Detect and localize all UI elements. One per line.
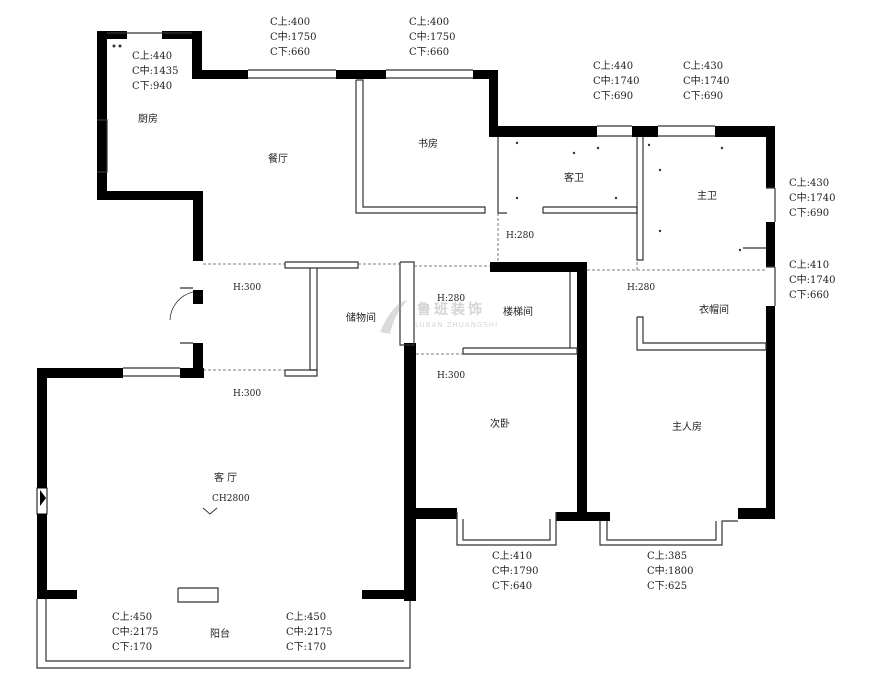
- ceiling-height-closet: H:280: [627, 283, 656, 293]
- room-study: 书房: [418, 139, 438, 150]
- window-spec-kitchen: C上:440 C中:1435 C下:940: [132, 51, 179, 92]
- ceiling-marker: [202, 507, 218, 515]
- window-spec-closet: C上:410 C中:1740 C下:660: [789, 260, 836, 301]
- watermark-sub: LUBAN ZHUANGSHI: [415, 321, 499, 329]
- ceiling-height-stair: H:300: [437, 371, 466, 381]
- window-spec-master-bedroom: C上:385 C中:1800 C下:625: [647, 551, 694, 592]
- window-spec-dining: C上:400 C中:1750 C下:660: [270, 17, 317, 58]
- window-spec-second-bedroom: C上:410 C中:1790 C下:640: [492, 551, 539, 592]
- room-second-bedroom: 次卧: [490, 419, 510, 430]
- living-window-side: [36, 487, 48, 515]
- watermark-name: 鲁班装饰: [417, 302, 485, 318]
- room-storage: 储物间: [346, 313, 376, 324]
- window-spec-master-bath-top: C上:430 C中:1740 C下:690: [683, 61, 730, 102]
- window-spec-master-bath-right: C上:430 C中:1740 C下:690: [789, 178, 836, 219]
- room-guest-bath: 客卫: [564, 173, 584, 184]
- window-spec-balcony-right: C上:450 C中:2175 C下:170: [286, 612, 333, 653]
- ceiling-dash-lines: [203, 213, 766, 371]
- ceiling-height-storage: H:280: [437, 294, 466, 304]
- window-spec-guest-bath: C上:440 C中:1740 C下:690: [593, 61, 640, 102]
- room-dining: 餐厅: [268, 154, 288, 165]
- walls: [37, 31, 775, 601]
- room-kitchen: 厨房: [138, 114, 158, 125]
- ceiling-height-dining: H:300: [233, 283, 262, 293]
- fixture-marks: [112, 44, 742, 252]
- room-master-bath: 主卫: [697, 191, 717, 202]
- ceiling-height-hall: H:300: [233, 389, 262, 399]
- room-closet: 衣帽间: [699, 305, 729, 316]
- window-spec-balcony-left: C上:450 C中:2175 C下:170: [112, 612, 159, 653]
- watermark: 鲁班装饰 LUBAN ZHUANGSHI: [375, 297, 505, 337]
- window-spec-study: C上:400 C中:1750 C下:660: [409, 17, 456, 58]
- ceiling-height-guest-bath: H:280: [506, 231, 535, 241]
- room-living: 客 厅: [214, 473, 238, 484]
- room-master-bedroom: 主人房: [672, 422, 702, 433]
- room-balcony: 阳台: [210, 629, 230, 640]
- partitions: [36, 32, 776, 669]
- ceiling-height-living: CH2800: [212, 494, 250, 504]
- room-stair: 楼梯间: [503, 307, 533, 318]
